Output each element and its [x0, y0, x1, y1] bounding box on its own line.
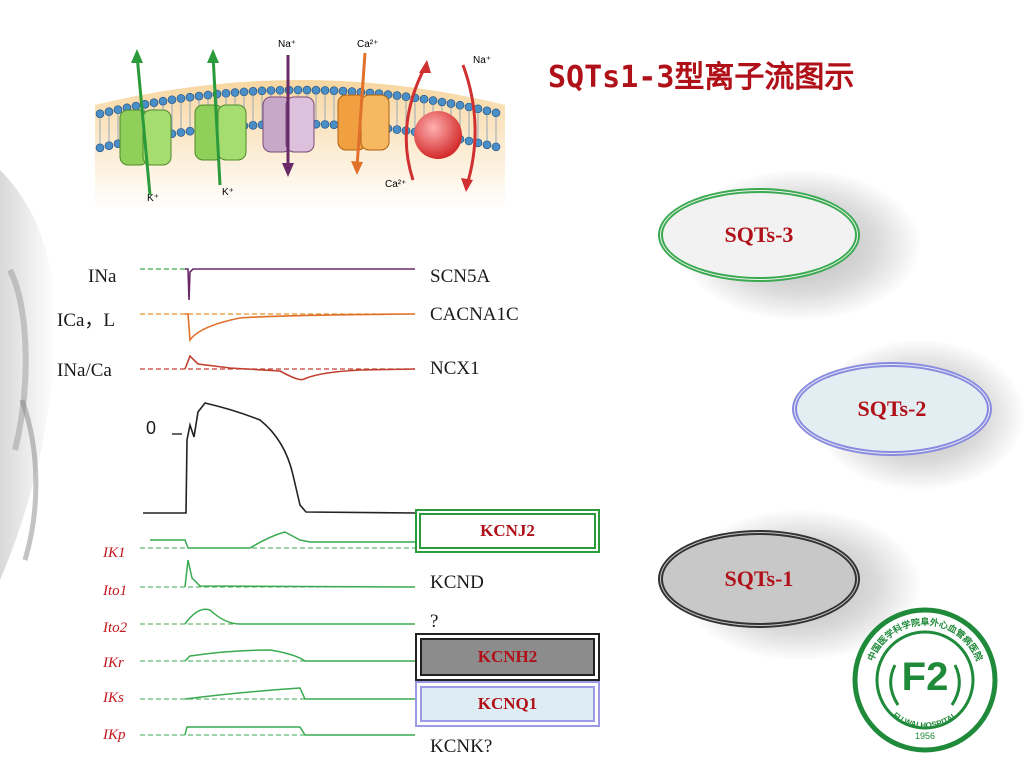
trace-ikp [140, 726, 415, 736]
gene-box-kcnq1: KCNQ1 [415, 681, 600, 727]
lipid-head [392, 91, 402, 100]
gene-label-kcnd: KCND [430, 572, 484, 593]
current-label-ical: ICa，L [57, 310, 116, 331]
trace-ical [140, 313, 416, 343]
trace-ikr [140, 649, 415, 662]
ion-label-k-1: K⁺ [147, 193, 159, 204]
current-label-ina: INa [88, 266, 117, 287]
lipid-head [302, 85, 312, 95]
oval-label-sqts3: SQTs-3 [724, 222, 794, 247]
trace-ito1 [140, 559, 416, 588]
potassium-channel-1 [119, 49, 172, 196]
logo-year: 1956 [915, 731, 935, 741]
gene-label-ito2-unknown: ? [430, 611, 439, 632]
ion-label-ca-top: Ca²⁺ [357, 39, 378, 50]
potassium-channel-2 [194, 49, 247, 186]
membrane-illustration: Na⁺ Ca²⁺ Na⁺ K⁺ K⁺ Ca²⁺ [95, 39, 505, 210]
current-label-ito1: Ito1 [103, 583, 128, 599]
current-label-ikp: IKp [103, 727, 126, 743]
trace-ik1 [140, 531, 415, 549]
hospital-logo: 中国医学科学院阜外心血管病医院 FU WAI HOSPITAL F2 1956 [852, 607, 998, 753]
oval-label-sqts2: SQTs-2 [857, 396, 927, 421]
sodium-channel [262, 55, 315, 177]
gene-box-kcnj2: KCNJ2 [415, 509, 600, 553]
lipid-head [230, 88, 240, 97]
gene-box-kcnh2: KCNH2 [415, 633, 600, 681]
calcium-channel [337, 52, 390, 175]
trace-ina [140, 268, 415, 301]
current-label-iks: IKs [103, 690, 124, 706]
oval-sqts1: SQTs-1 [658, 530, 860, 628]
current-label-ikr: IKr [103, 655, 124, 671]
exchanger [404, 60, 477, 192]
gene-label-cacna1c: CACNA1C [430, 304, 519, 325]
ion-label-na-top: Na⁺ [278, 39, 296, 50]
ion-label-k-2: K⁺ [222, 187, 234, 198]
gene-label-ncx1: NCX1 [430, 358, 480, 379]
current-label-inaca: INa/Ca [57, 360, 112, 381]
background-decoration [0, 170, 56, 580]
logo-mark: F2 [902, 655, 949, 699]
action-potential-trace [143, 402, 416, 514]
trace-inaca [140, 354, 416, 381]
current-label-ito2: Ito2 [103, 620, 128, 636]
gene-label-scn5a: SCN5A [430, 266, 491, 287]
ap-zero-label: 0 [146, 418, 157, 438]
oval-sqts2: SQTs-2 [792, 362, 992, 456]
lipid-head [329, 86, 339, 95]
page-title: SQTs1-3型离子流图示 [548, 60, 855, 95]
gene-label-kcnj2: KCNJ2 [419, 513, 596, 549]
lipid-head [401, 92, 411, 101]
trace-ito2 [140, 608, 415, 625]
ion-label-na-right: Na⁺ [473, 55, 491, 66]
lipid-head [257, 86, 267, 96]
current-label-ik1: IK1 [103, 545, 126, 561]
gene-label-kcnh2: KCNH2 [420, 638, 595, 676]
ion-label-ca-bottom: Ca²⁺ [385, 179, 406, 190]
gene-label-kcnk: KCNK? [430, 736, 493, 757]
oval-sqts3: SQTs-3 [658, 188, 860, 282]
trace-iks [140, 687, 415, 700]
gene-label-kcnq1: KCNQ1 [420, 686, 595, 722]
oval-label-sqts1: SQTs-1 [724, 566, 794, 591]
